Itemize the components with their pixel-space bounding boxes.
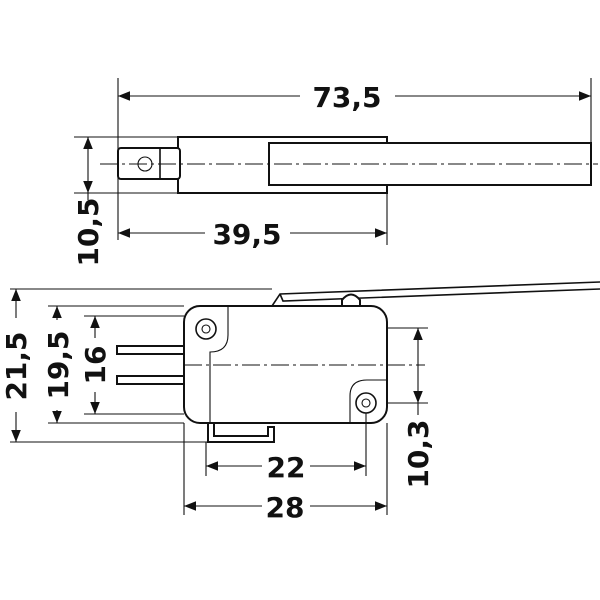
front-view-lever xyxy=(271,281,600,307)
mount-hole-left-icon xyxy=(195,318,217,340)
terminal-pin-lower xyxy=(116,375,185,385)
dim-side-thickness: 10,5 xyxy=(72,137,105,267)
dim-label-body-length: 39,5 xyxy=(212,218,281,251)
dim-overall-length: 73,5 xyxy=(118,81,591,114)
dim-hole-spacing: 22 xyxy=(206,451,366,484)
dim-label-overall-length: 73,5 xyxy=(312,81,381,114)
dim-height-with-lever: 21,5 xyxy=(0,289,33,442)
dim-body-height: 19,5 xyxy=(42,306,75,423)
dim-label-mount-hole-distance: 10,3 xyxy=(402,419,435,488)
dim-label-hole-spacing: 22 xyxy=(267,451,306,484)
dim-label-height-with-lever: 21,5 xyxy=(0,331,33,400)
dim-body-length: 39,5 xyxy=(118,218,387,251)
dim-label-terminal-span: 16 xyxy=(79,346,112,385)
side-view xyxy=(100,136,598,194)
front-view xyxy=(116,281,600,443)
dim-label-side-thickness: 10,5 xyxy=(72,197,105,266)
dim-label-body-width: 28 xyxy=(266,491,305,524)
terminal-bottom xyxy=(207,422,275,443)
dim-mount-hole-distance: 10,3 xyxy=(402,328,435,489)
dim-body-width: 28 xyxy=(184,491,387,524)
dim-terminal-span: 16 xyxy=(79,316,112,414)
dim-label-body-height: 19,5 xyxy=(42,330,75,399)
terminal-pin-upper xyxy=(116,345,185,355)
